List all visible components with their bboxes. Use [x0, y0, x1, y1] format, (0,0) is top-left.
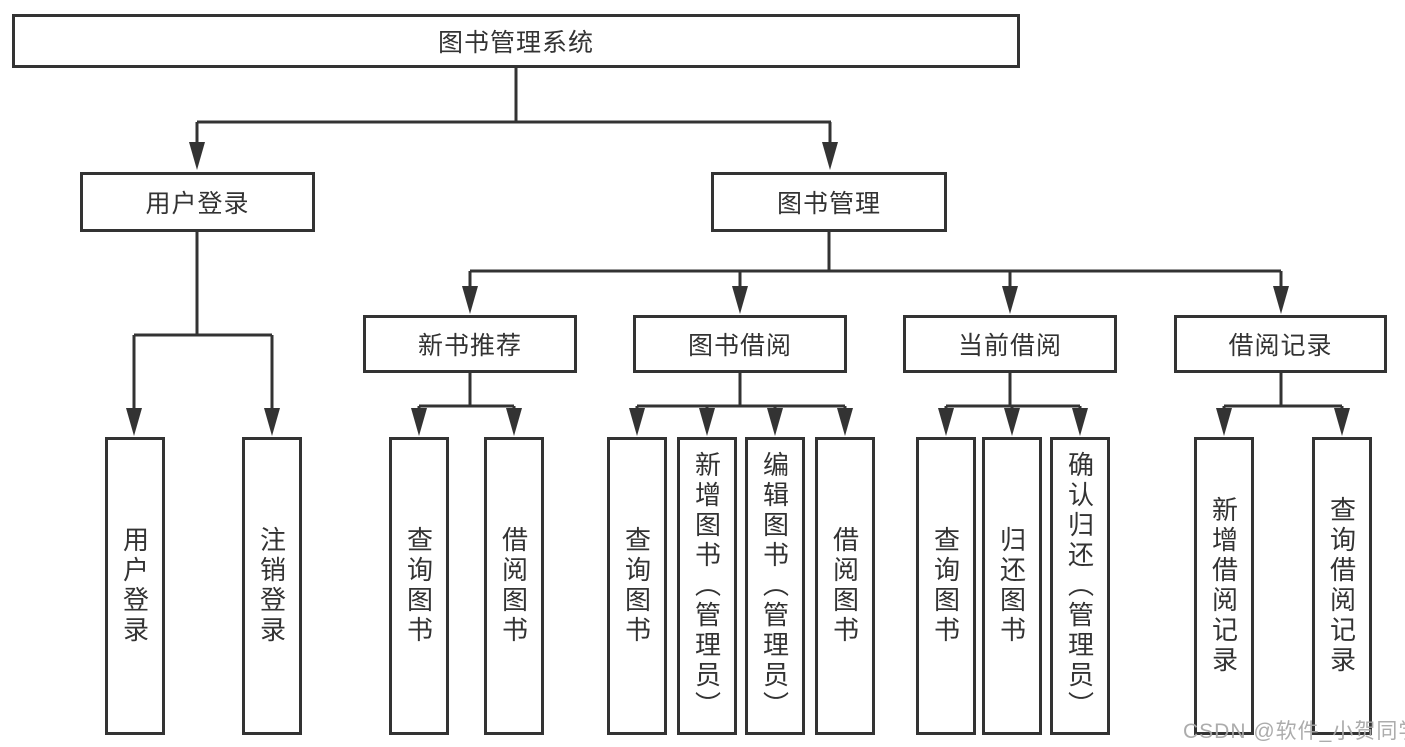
node-recommend-query-books: 查询图书 — [389, 437, 449, 735]
csdn-watermark: CSDN @软件_小贺同学 — [1183, 720, 1405, 743]
node-book-management: 图书管理 — [711, 172, 947, 232]
node-records-add-borrow-record: 新增借阅记录 — [1194, 437, 1254, 735]
node-current-return-books: 归还图书 — [982, 437, 1042, 735]
node-label: 借阅图书 — [498, 526, 529, 646]
node-borrowing-records: 借阅记录 — [1174, 315, 1387, 373]
node-library-system: 图书管理系统 — [12, 14, 1020, 68]
node-borrowing-borrow-books: 借阅图书 — [815, 437, 875, 735]
node-label: 借阅图书 — [829, 526, 860, 646]
node-label: 确认归还（管理员） — [1064, 451, 1095, 721]
node-label: 归还图书 — [996, 526, 1027, 646]
node-label: 注销登录 — [256, 526, 287, 646]
node-logout-action: 注销登录 — [242, 437, 302, 735]
node-borrowing-query-books: 查询图书 — [607, 437, 667, 735]
node-book-borrowing: 图书借阅 — [633, 315, 847, 373]
node-current-confirm-return-admin: 确认归还（管理员） — [1050, 437, 1110, 735]
node-user-login-action: 用户登录 — [105, 437, 165, 735]
node-label: 新增借阅记录 — [1208, 496, 1239, 676]
node-recommend-borrow-books: 借阅图书 — [484, 437, 544, 735]
node-records-query-borrow-record: 查询借阅记录 — [1312, 437, 1372, 735]
node-label: 新增图书（管理员） — [691, 451, 722, 721]
node-new-book-recommendation: 新书推荐 — [363, 315, 577, 373]
node-label: 查询借阅记录 — [1326, 496, 1357, 676]
node-borrowing-edit-books-admin: 编辑图书（管理员） — [745, 437, 805, 735]
node-label: 查询图书 — [403, 526, 434, 646]
node-user-login: 用户登录 — [80, 172, 315, 232]
node-borrowing-add-books-admin: 新增图书（管理员） — [677, 437, 737, 735]
node-label: 用户登录 — [119, 526, 150, 646]
node-label: 编辑图书（管理员） — [759, 451, 790, 721]
node-current-query-books: 查询图书 — [916, 437, 976, 735]
node-label: 查询图书 — [930, 526, 961, 646]
node-current-borrowing: 当前借阅 — [903, 315, 1117, 373]
node-label: 查询图书 — [621, 526, 652, 646]
